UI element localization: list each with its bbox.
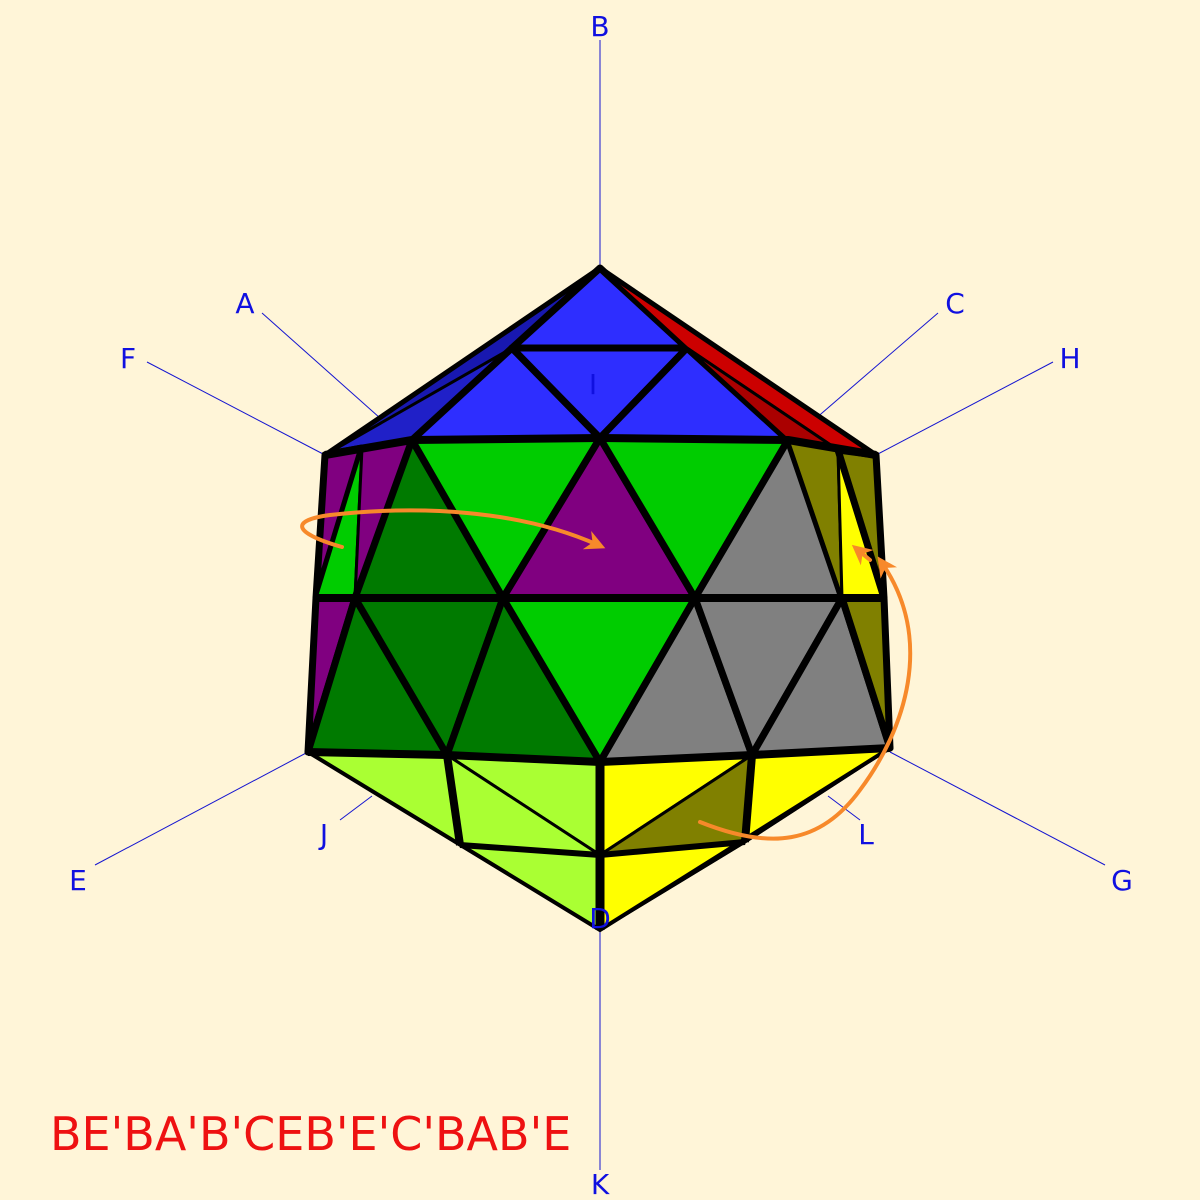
arrow-curved-right [698, 556, 913, 841]
bottom-edge-cross-r [599, 839, 746, 858]
axis-label-e: E [69, 864, 87, 897]
axis-label-j: J [318, 818, 328, 851]
axis-label-c: C [945, 287, 965, 320]
axis-label-i: I [589, 368, 597, 401]
band-line-low [307, 744, 891, 766]
axis-line-h [875, 361, 1054, 456]
axis-line-g [889, 751, 1106, 866]
arrow-curved-left [300, 508, 606, 550]
axis-line-c [799, 312, 939, 433]
axis-label-a: A [235, 287, 254, 320]
arrow-head-right-start [851, 544, 874, 566]
outline [307, 265, 891, 766]
axis-label-b: B [590, 10, 609, 43]
upper-band [312, 434, 888, 602]
axis-labels: A B C D E F G H I J K L [69, 10, 1133, 1200]
bottom-edge-l [741, 754, 756, 843]
axis-label-h: H [1059, 342, 1080, 375]
axis-line-a [261, 312, 381, 419]
move-arrows [300, 508, 913, 841]
axis-line-j [339, 795, 373, 821]
axis-lines [94, 40, 1106, 1170]
axis-line-e [94, 751, 309, 866]
outline-upper [323, 265, 878, 458]
axis-label-g: G [1111, 864, 1133, 897]
axis-label-d: D [589, 902, 611, 935]
axis-label-f: F [120, 342, 136, 375]
axis-label-k: K [591, 1168, 610, 1200]
lower-band [304, 594, 894, 766]
axis-label-l: L [858, 818, 874, 851]
band-line-upper [324, 434, 877, 459]
move-sequence: BE'BA'B'CEB'E'C'BAB'E [50, 1107, 571, 1161]
top-cap [323, 264, 878, 457]
bottom-edge-cross-l [459, 842, 601, 858]
axis-line-f [146, 361, 326, 456]
bottom-edge-j [443, 754, 464, 846]
